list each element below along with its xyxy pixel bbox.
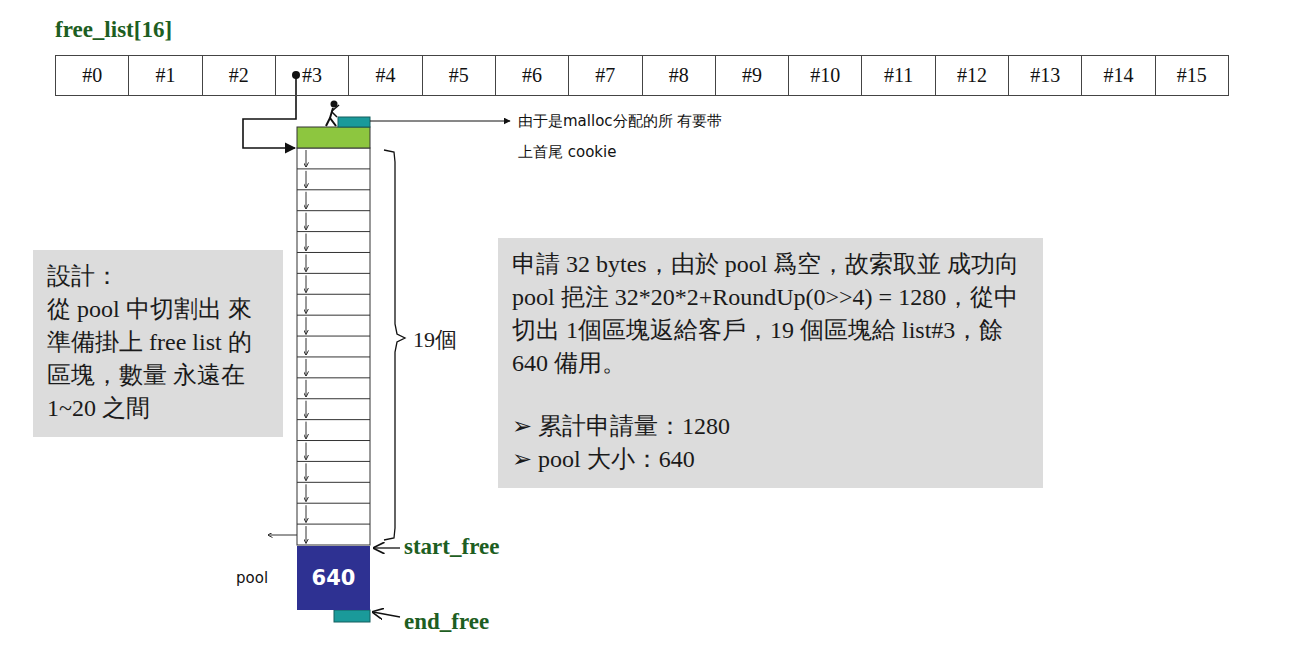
- next-pointer: [306, 526, 307, 543]
- next-pointer: [306, 380, 307, 397]
- node-text: ➢ pool 大小：640: [512, 443, 1029, 476]
- chunk-divider: [297, 482, 370, 483]
- node-text: #0: [82, 64, 102, 87]
- chunk-divider: [297, 419, 370, 420]
- chunk-divider: [297, 503, 370, 504]
- array-cell: #0: [55, 55, 129, 96]
- chunk-divider: [297, 336, 370, 337]
- chunk-column: [297, 148, 370, 545]
- layout-layer: [243, 71, 510, 622]
- node-text: #5: [449, 64, 469, 87]
- chunk-divider: [297, 524, 370, 525]
- null-pointer: [268, 535, 297, 536]
- pointer-name: start_free: [404, 534, 499, 560]
- array-cell: #11: [861, 55, 935, 96]
- next-pointer: [306, 338, 307, 355]
- diagram-title: free_list[16]: [55, 17, 172, 43]
- next-pointer: [306, 401, 307, 418]
- chunk-divider: [297, 189, 370, 190]
- node-text: #4: [375, 64, 395, 87]
- figure-leg: [330, 118, 336, 126]
- next-pointer: [306, 505, 307, 522]
- node-text: #15: [1177, 64, 1207, 87]
- array-cell: #15: [1155, 55, 1229, 96]
- next-pointer: [306, 484, 307, 501]
- array-cell: #3: [275, 55, 349, 96]
- node-text: #13: [1030, 64, 1060, 87]
- node-text: #14: [1104, 64, 1134, 87]
- node-text: #8: [669, 64, 689, 87]
- node-text: #1: [155, 64, 175, 87]
- array-cell: #13: [1008, 55, 1082, 96]
- pool-block: 640: [297, 546, 370, 610]
- node-text: 從 pool 中切割出 來準備掛上 free list 的區塊，數量 永遠在 1…: [47, 293, 269, 425]
- next-pointer: [306, 150, 307, 167]
- cookie-top: [338, 117, 370, 127]
- chunk-divider: [297, 210, 370, 211]
- list-head-pointer: [243, 75, 296, 148]
- brace: [384, 150, 405, 540]
- chunk-divider: [297, 252, 370, 253]
- start-free-arrow: [374, 547, 400, 548]
- node-text: 640: [312, 566, 356, 590]
- node-text: 申請 32 bytes，由於 pool 爲空，故索取並 成功向 pool 挹注 …: [512, 248, 1029, 380]
- part-name: pool: [236, 569, 268, 587]
- array-cell: #4: [348, 55, 422, 96]
- next-pointer: [306, 192, 307, 209]
- next-pointer: [306, 422, 307, 439]
- node-text: #3: [302, 64, 322, 87]
- array-cell: #5: [422, 55, 496, 96]
- array-cell: #2: [202, 55, 276, 96]
- next-pointer: [306, 463, 307, 480]
- figure-arm: [332, 105, 339, 111]
- node-text: #11: [884, 64, 913, 87]
- next-pointer: [306, 275, 307, 292]
- next-pointer: [306, 317, 307, 334]
- next-pointer: [306, 254, 307, 271]
- next-pointer: [306, 359, 307, 376]
- chunk-divider: [297, 398, 370, 399]
- array-cell: #7: [568, 55, 642, 96]
- node-text: #12: [957, 64, 987, 87]
- chunk-divider: [297, 440, 370, 441]
- count-label: 19個: [413, 325, 457, 355]
- next-pointer: [306, 213, 307, 230]
- node-text: #7: [595, 64, 615, 87]
- next-pointer: [306, 296, 307, 313]
- design-note: 設計：從 pool 中切割出 來準備掛上 free list 的區塊，數量 永遠…: [33, 250, 283, 437]
- array-cell: #6: [495, 55, 569, 96]
- next-pointer: [306, 234, 307, 251]
- chunk-divider: [297, 273, 370, 274]
- step-note: 申請 32 bytes，由於 pool 爲空，故索取並 成功向 pool 挹注 …: [498, 238, 1043, 488]
- callout-note: 由于是malloc分配的所 有要带上首尾 cookie: [518, 106, 723, 168]
- node-text: #6: [522, 64, 542, 87]
- pointer-name: end_free: [404, 609, 489, 635]
- chunk-divider: [297, 356, 370, 357]
- array-cell: #14: [1081, 55, 1155, 96]
- figure-arm: [332, 112, 337, 117]
- chunk-divider: [297, 377, 370, 378]
- cookie-bottom: [334, 610, 370, 622]
- node-text: 設計：: [47, 260, 269, 293]
- next-pointer: [306, 443, 307, 460]
- node-text: #2: [229, 64, 249, 87]
- node-text: #9: [742, 64, 762, 87]
- next-pointer: [306, 171, 307, 188]
- chunk-divider: [297, 231, 370, 232]
- array-cell: #12: [935, 55, 1009, 96]
- chunk-divider: [297, 294, 370, 295]
- node-text: ➢ 累計申請量：1280: [512, 410, 1029, 443]
- end-free-arrow: [373, 612, 400, 617]
- array-cell: #8: [642, 55, 716, 96]
- array-cell: #10: [788, 55, 862, 96]
- chunk-divider: [297, 461, 370, 462]
- node-text: #10: [810, 64, 840, 87]
- chunk-divider: [297, 315, 370, 316]
- array-cell: #1: [128, 55, 202, 96]
- array-cell: #9: [715, 55, 789, 96]
- first-chunk: [297, 127, 370, 148]
- callout-leader: [370, 121, 510, 122]
- chunk-divider: [297, 168, 370, 169]
